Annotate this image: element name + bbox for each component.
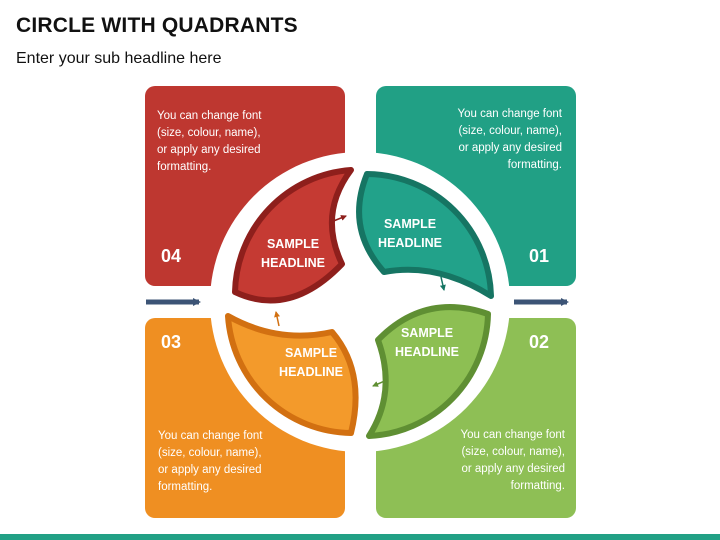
segment-02-petal bbox=[366, 304, 491, 439]
bottom-accent-bar bbox=[0, 534, 720, 540]
segment-label-line: HEADLINE bbox=[261, 256, 325, 270]
segment-label-line: SAMPLE bbox=[266, 237, 320, 251]
desc-line: formatting. bbox=[507, 159, 562, 171]
segment-04-label: SAMPLE HEADLINE bbox=[238, 235, 348, 273]
segment-03-label: SAMPLE HEADLINE bbox=[256, 344, 366, 382]
segment-01-petal bbox=[356, 171, 494, 299]
desc-line: (size, colour, name), bbox=[158, 447, 262, 459]
quadrant-01-description: You can change font (size, colour, name)… bbox=[412, 106, 562, 174]
desc-line: formatting. bbox=[157, 161, 212, 173]
segment-04-petal bbox=[232, 167, 354, 304]
segment-02-label: SAMPLE HEADLINE bbox=[372, 324, 482, 362]
segment-label-line: HEADLINE bbox=[378, 236, 442, 250]
quadrant-04-number: 04 bbox=[161, 246, 182, 266]
segment-label-line: SAMPLE bbox=[284, 346, 338, 360]
segment-01-label: SAMPLE HEADLINE bbox=[355, 215, 465, 253]
quadrant-02-description: You can change font (size, colour, name)… bbox=[415, 427, 565, 495]
segment-03-petal bbox=[225, 313, 359, 436]
desc-line: or apply any desired bbox=[157, 144, 261, 156]
desc-line: or apply any desired bbox=[158, 464, 262, 476]
segment-label-line: HEADLINE bbox=[279, 365, 343, 379]
white-horizontal-gap bbox=[140, 286, 580, 318]
desc-line: (size, colour, name), bbox=[458, 125, 562, 137]
quadrant-04-description: You can change font (size, colour, name)… bbox=[157, 108, 307, 176]
desc-line: You can change font bbox=[157, 110, 262, 122]
segment-label-line: SAMPLE bbox=[400, 326, 454, 340]
connector-arrow-03-04 bbox=[274, 311, 280, 327]
desc-line: You can change font bbox=[457, 108, 562, 120]
quadrant-01-number: 01 bbox=[529, 246, 550, 266]
connector-arrow-04-01 bbox=[330, 215, 347, 223]
desc-line: or apply any desired bbox=[458, 142, 562, 154]
page-title: CIRCLE WITH QUADRANTS bbox=[16, 14, 298, 37]
page-subtitle: Enter your sub headline here bbox=[16, 50, 222, 67]
quadrant-02-number: 02 bbox=[529, 332, 550, 352]
quadrant-03-number: 03 bbox=[161, 332, 182, 352]
desc-line: (size, colour, name), bbox=[157, 127, 261, 139]
desc-line: You can change font bbox=[460, 429, 565, 441]
segment-label-line: HEADLINE bbox=[395, 345, 459, 359]
connector-arrow-01-02 bbox=[439, 276, 446, 291]
desc-line: You can change font bbox=[158, 430, 263, 442]
desc-line: or apply any desired bbox=[461, 463, 565, 475]
connector-arrow-02-03 bbox=[372, 379, 388, 387]
segment-label-line: SAMPLE bbox=[383, 217, 437, 231]
quadrant-03-description: You can change font (size, colour, name)… bbox=[158, 428, 308, 496]
desc-line: formatting. bbox=[510, 480, 565, 492]
desc-line: (size, colour, name), bbox=[461, 446, 565, 458]
desc-line: formatting. bbox=[158, 481, 213, 493]
